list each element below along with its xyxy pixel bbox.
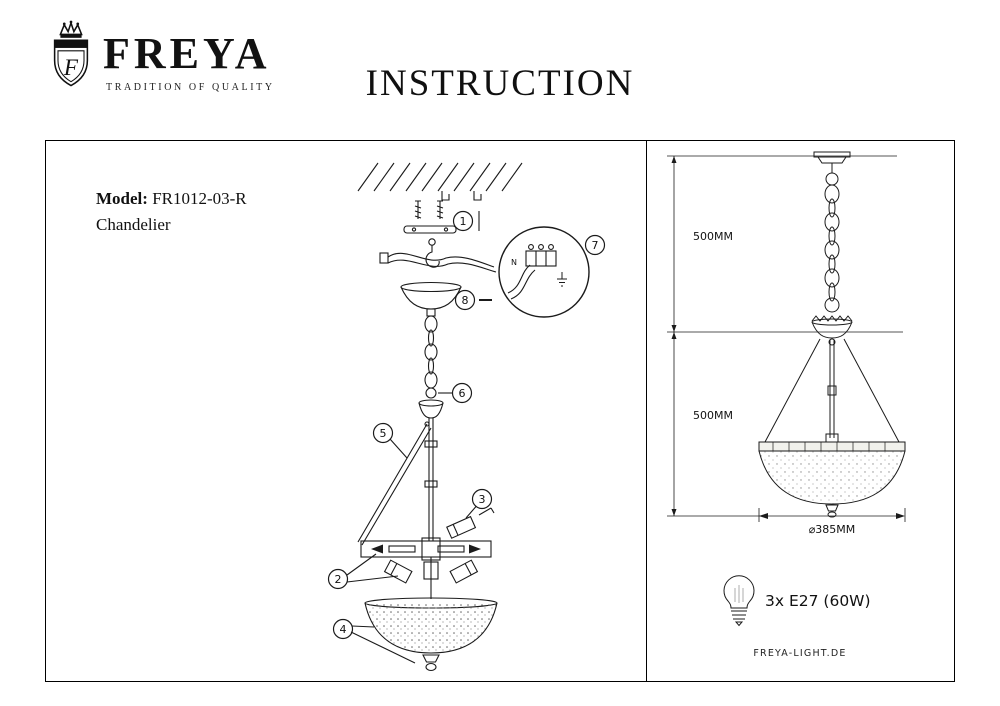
- callout-2: 2: [327, 553, 399, 590]
- shield-icon: [53, 39, 89, 87]
- diameter-label: ⌀385MM: [809, 523, 856, 536]
- anchor-screws: [403, 200, 457, 234]
- center-band: [360, 537, 492, 561]
- model-value: FR1012-03-R: [152, 189, 247, 208]
- glass-bowl: [364, 597, 498, 654]
- callout-7: 7: [584, 234, 606, 256]
- socket-part: [446, 507, 495, 539]
- model-line: Model: FR1012-03-R: [96, 189, 247, 209]
- callout-4: 4: [332, 618, 416, 664]
- callout-5-number: 5: [380, 427, 387, 440]
- wires: [379, 252, 497, 273]
- product-type: Chandelier: [96, 215, 171, 234]
- assembly-diagram: 1 N: [327, 162, 606, 672]
- lamp-sockets: [383, 557, 479, 599]
- callout-5: 5: [372, 422, 408, 459]
- callout-8-number: 8: [462, 294, 469, 307]
- callout-2-number: 2: [335, 573, 342, 586]
- center-rod: [424, 418, 438, 541]
- callout-3: 3: [465, 488, 493, 519]
- callout-6: 6: [438, 382, 473, 404]
- callout-1: 1: [452, 210, 480, 232]
- content-frame: Model: FR1012-03-R Chandelier: [45, 140, 955, 682]
- chain-connector: [418, 387, 444, 419]
- ground-symbol: [557, 272, 567, 287]
- callout-6-number: 6: [459, 387, 466, 400]
- chandelier-figure: [758, 151, 906, 518]
- ceiling-hook: [425, 238, 440, 268]
- brand-name: FREYA: [103, 29, 271, 78]
- canopy: [400, 281, 462, 317]
- callout-3-number: 3: [479, 493, 486, 506]
- callout-4-number: 4: [340, 623, 347, 636]
- dimension-lines: [667, 155, 903, 517]
- ceiling-hatch: [357, 162, 523, 201]
- dimension-diagram: 500MM 500MM: [667, 151, 906, 659]
- callout-8: 8: [454, 289, 492, 311]
- crown-icon: [59, 20, 83, 36]
- callout-1-number: 1: [460, 215, 467, 228]
- diameter-dimension: [758, 508, 906, 522]
- finial: [422, 654, 440, 672]
- dimensions-panel: 500MM 500MM: [646, 141, 954, 681]
- crest-icon: F: [53, 20, 89, 87]
- model-label: Model:: [96, 189, 148, 208]
- dim-upper-label: 500MM: [693, 230, 733, 243]
- website-label: FREYA-LIGHT.DE: [753, 648, 846, 659]
- page-title: INSTRUCTION: [365, 63, 635, 104]
- assembly-panel: Model: FR1012-03-R Chandelier: [46, 141, 646, 681]
- suspension-arm: [357, 421, 432, 546]
- chain: [424, 315, 438, 389]
- wiring-detail: N: [498, 226, 590, 318]
- dim-lower-label: 500MM: [693, 409, 733, 422]
- freya-crest: F: [42, 20, 100, 100]
- callout-7-number: 7: [592, 239, 599, 252]
- crest-letter: F: [63, 55, 79, 81]
- neutral-label: N: [511, 258, 517, 267]
- brand-tagline: TRADITION OF QUALITY: [106, 82, 275, 93]
- bulb-spec: 3x E27 (60W): [765, 592, 871, 610]
- bulb-icon: [723, 575, 755, 627]
